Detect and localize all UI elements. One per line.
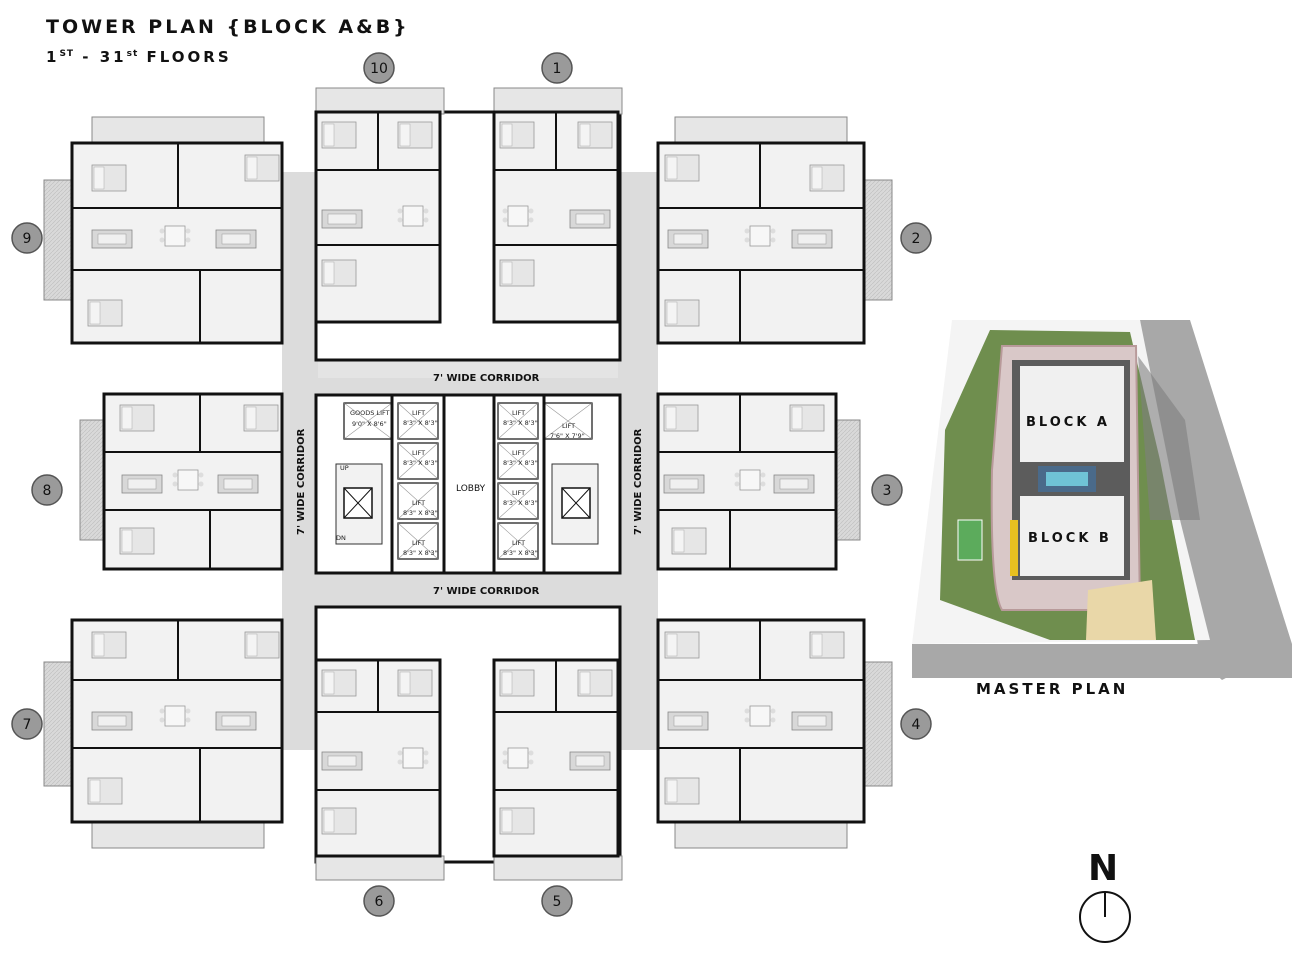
lift-size-alt: 7'6" X 7'9" (550, 432, 585, 440)
master-plan-map: BLOCK A BLOCK B (912, 320, 1292, 680)
svg-text:7: 7 (23, 717, 32, 733)
lobby-label: LOBBY (456, 484, 486, 494)
lift-size: 8'3" X 8'3" (403, 509, 438, 517)
lift-size: 8'3" X 8'3" (403, 419, 438, 427)
lift-core: GOODS LIFT 9'0" X 8'6" LIFT 8'3" X 8'3" … (314, 393, 622, 575)
svg-text:10: 10 (370, 61, 388, 77)
corridor-bottom-label: 7' WIDE CORRIDOR (433, 586, 540, 597)
lift-label: LIFT (512, 539, 525, 547)
lift-size: 8'3" X 8'3" (503, 499, 538, 507)
lift-size: 8'3" X 8'3" (403, 549, 438, 557)
apartment-unit-10 (314, 87, 445, 324)
unit-marker-5: 5 (541, 885, 573, 917)
unit-marker-7: 7 (11, 708, 43, 740)
svg-text:6: 6 (375, 894, 384, 910)
svg-text:5: 5 (553, 894, 562, 910)
apartment-unit-3 (656, 392, 861, 571)
corridor-top-label: 7' WIDE CORRIDOR (433, 373, 540, 384)
lift-label: LIFT (562, 422, 575, 430)
lift-label: LIFT (512, 449, 525, 457)
unit-marker-2: 2 (900, 222, 932, 254)
stair-up-label: UP (340, 464, 349, 472)
svg-text:8: 8 (43, 483, 52, 499)
svg-text:2: 2 (912, 231, 921, 247)
north-label: N (1088, 848, 1119, 889)
lift-label: LIFT (512, 409, 525, 417)
svg-text:1: 1 (553, 61, 562, 77)
apartment-unit-6 (314, 658, 445, 881)
apartment-unit-7 (43, 618, 284, 849)
lift-label: LIFT (412, 539, 425, 547)
svg-text:4: 4 (912, 717, 921, 733)
unit-marker-4: 4 (900, 708, 932, 740)
unit-marker-1: 1 (541, 52, 573, 84)
north-compass (1079, 891, 1131, 943)
goods-lift-size: 9'0" X 8'6" (352, 420, 387, 428)
block-a-label: BLOCK A (1026, 415, 1110, 430)
svg-text:3: 3 (883, 483, 892, 499)
page-title: TOWER PLAN {BLOCK A&B} (46, 16, 410, 38)
stair-down-label: DN (336, 534, 346, 542)
lift-label: LIFT (512, 489, 525, 497)
apartment-unit-9 (43, 116, 284, 345)
apartment-unit-8 (79, 392, 284, 571)
goods-lift-label: GOODS LIFT (350, 409, 390, 417)
lift-label: LIFT (412, 499, 425, 507)
unit-markers: 1 2 3 4 5 6 7 8 9 10 (11, 52, 932, 917)
apartment-unit-5 (492, 658, 623, 881)
svg-text:9: 9 (23, 231, 32, 247)
unit-marker-3: 3 (871, 474, 903, 506)
unit-marker-8: 8 (31, 474, 63, 506)
apartment-unit-2 (656, 116, 893, 345)
corridor-right-label: 7' WIDE CORRIDOR (633, 428, 644, 535)
corridor-left-label: 7' WIDE CORRIDOR (296, 428, 307, 535)
block-b-label: BLOCK B (1028, 531, 1112, 546)
unit-marker-6: 6 (363, 885, 395, 917)
apartment-unit-4 (656, 618, 893, 849)
lift-label: LIFT (412, 449, 425, 457)
unit-marker-9: 9 (11, 222, 43, 254)
lift-size: 8'3" X 8'3" (503, 419, 538, 427)
lift-size: 8'3" X 8'3" (403, 459, 438, 467)
lift-size: 8'3" X 8'3" (503, 459, 538, 467)
floor-range: 1ST - 31st FLOORS (46, 48, 232, 66)
unit-marker-10: 10 (363, 52, 395, 84)
apartment-unit-1 (492, 87, 623, 324)
master-plan-label: MASTER PLAN (976, 680, 1129, 698)
lift-size: 8'3" X 8'3" (503, 549, 538, 557)
lift-label: LIFT (412, 409, 425, 417)
